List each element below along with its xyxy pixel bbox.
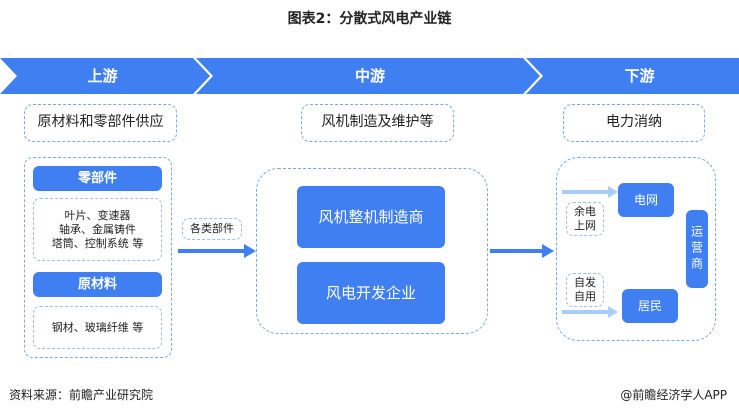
upstream-panel (24, 157, 172, 358)
midstream-header: 风机制造及维护等 (301, 104, 454, 142)
arrow-upstream-to-midstream (178, 244, 256, 258)
materials-label: 原材料 (33, 272, 162, 297)
parts-items-box: 叶片、变速器 轴承、金属铸件 塔筒、控制系统 等 (33, 198, 162, 261)
grid-box: 电网 (618, 183, 674, 217)
parts-item: 塔筒、控制系统 等 (51, 236, 144, 250)
downstream-header: 电力消纳 (563, 104, 705, 142)
arrow-midstream-to-downstream (490, 244, 554, 258)
source-note: 资料来源：前瞻产业研究院 (9, 388, 154, 402)
brand-credit: @前瞻经济学人APP (620, 388, 727, 402)
midstream-chevron (196, 58, 540, 94)
parts-item: 轴承、金属铸件 (59, 222, 136, 236)
wind-turbine-manufacturer: 风机整机制造商 (297, 186, 445, 248)
wind-power-developer: 风电开发企业 (297, 262, 445, 324)
arrow-to-grid (562, 186, 618, 198)
materials-items: 钢材、玻璃纤维 等 (51, 320, 144, 334)
parts-item: 叶片、变速器 (64, 208, 131, 222)
self-use-line: 自用 (574, 290, 596, 303)
downstream-chevron (526, 58, 739, 94)
residents-box: 居民 (622, 289, 678, 323)
diagram-title: 图表2：分散式风电产业链 (287, 11, 452, 27)
connector-label: 各类部件 (190, 222, 234, 235)
upstream-chevron (0, 58, 210, 94)
surplus-to-grid-box: 余电 上网 (566, 202, 604, 236)
arrow-to-residents (562, 306, 618, 318)
connector-label-box: 各类部件 (182, 218, 242, 240)
upstream-header: 原材料和零部件供应 (24, 104, 177, 142)
stage-downstream-label: 下游 (624, 67, 655, 85)
parts-label: 零部件 (33, 166, 162, 191)
materials-items-box: 钢材、玻璃纤维 等 (33, 306, 162, 349)
self-use-line: 自发 (574, 276, 596, 289)
stage-chevron-bar (0, 58, 739, 94)
self-use-box: 自发 自用 (566, 273, 604, 307)
operator-box: 运营商 (686, 210, 708, 288)
downstream-panel (556, 157, 716, 341)
midstream-panel (256, 168, 488, 334)
stage-upstream-label: 上游 (87, 67, 118, 85)
surplus-line: 余电 (574, 205, 596, 218)
stage-midstream-label: 中游 (354, 67, 385, 85)
surplus-line: 上网 (574, 219, 596, 232)
